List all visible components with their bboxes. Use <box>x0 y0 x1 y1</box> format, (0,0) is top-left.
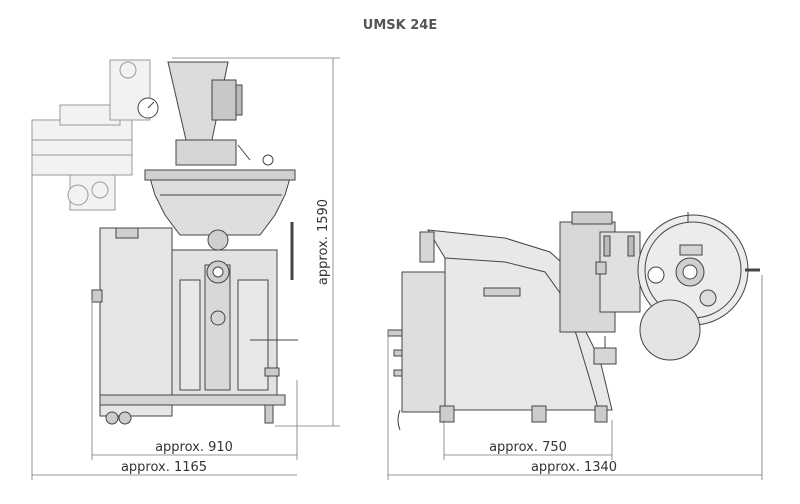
side-view <box>387 211 760 431</box>
front-motor <box>211 79 237 121</box>
dim-side-outer-label: approx. 1340 <box>531 460 617 475</box>
front-cabinet <box>99 227 173 417</box>
front-view <box>31 59 298 425</box>
front-bowl <box>149 177 291 236</box>
dim-front-inner-label: approx. 910 <box>155 440 233 455</box>
front-piping <box>31 59 151 211</box>
dim-side-inner-label: approx. 750 <box>489 440 567 455</box>
diagram-title: UMSK 24E <box>362 18 438 33</box>
side-motor <box>639 299 701 361</box>
dim-front-outer-label: approx. 1165 <box>121 460 207 475</box>
dim-height-label: approx. 1590 <box>316 199 331 285</box>
side-gauge-icon <box>647 266 665 284</box>
dimension-lines <box>31 57 763 480</box>
